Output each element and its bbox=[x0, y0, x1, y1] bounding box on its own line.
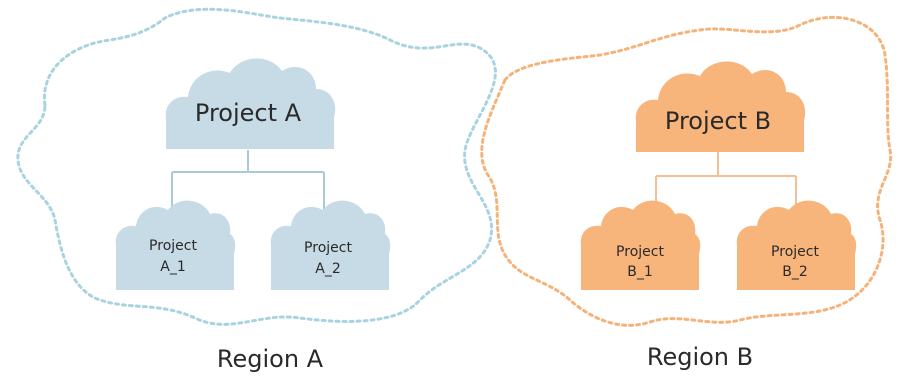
project-b2-line2: B_2 bbox=[782, 264, 808, 280]
project-a-label: Project A bbox=[195, 99, 302, 127]
region-a-boundary bbox=[16, 7, 497, 326]
region-a-label: Region A bbox=[217, 345, 324, 373]
project-b1-line2: B_1 bbox=[627, 264, 653, 280]
project-b2-line1: Project bbox=[771, 244, 819, 260]
region-b-connectors bbox=[655, 150, 797, 208]
project-b1-line1: Project bbox=[616, 244, 664, 260]
cloud-project-b: Project B bbox=[635, 61, 806, 152]
project-b-label: Project B bbox=[665, 107, 771, 135]
cloud-project-a1: Project A_1 bbox=[115, 200, 236, 290]
region-b-label: Region B bbox=[647, 343, 753, 371]
project-a2-line2: A_2 bbox=[315, 261, 340, 277]
cloud-project-a2: Project A_2 bbox=[270, 200, 391, 290]
region-b-boundary bbox=[480, 15, 893, 327]
project-a1-line2: A_1 bbox=[160, 259, 185, 275]
cloud-project-a: Project A bbox=[165, 58, 336, 149]
cloud-project-b2: Project B_2 bbox=[736, 200, 857, 290]
region-a-connectors bbox=[171, 150, 325, 210]
cloud-project-b1: Project B_1 bbox=[580, 200, 701, 290]
project-a1-line1: Project bbox=[149, 238, 197, 254]
project-a2-line1: Project bbox=[304, 240, 352, 256]
